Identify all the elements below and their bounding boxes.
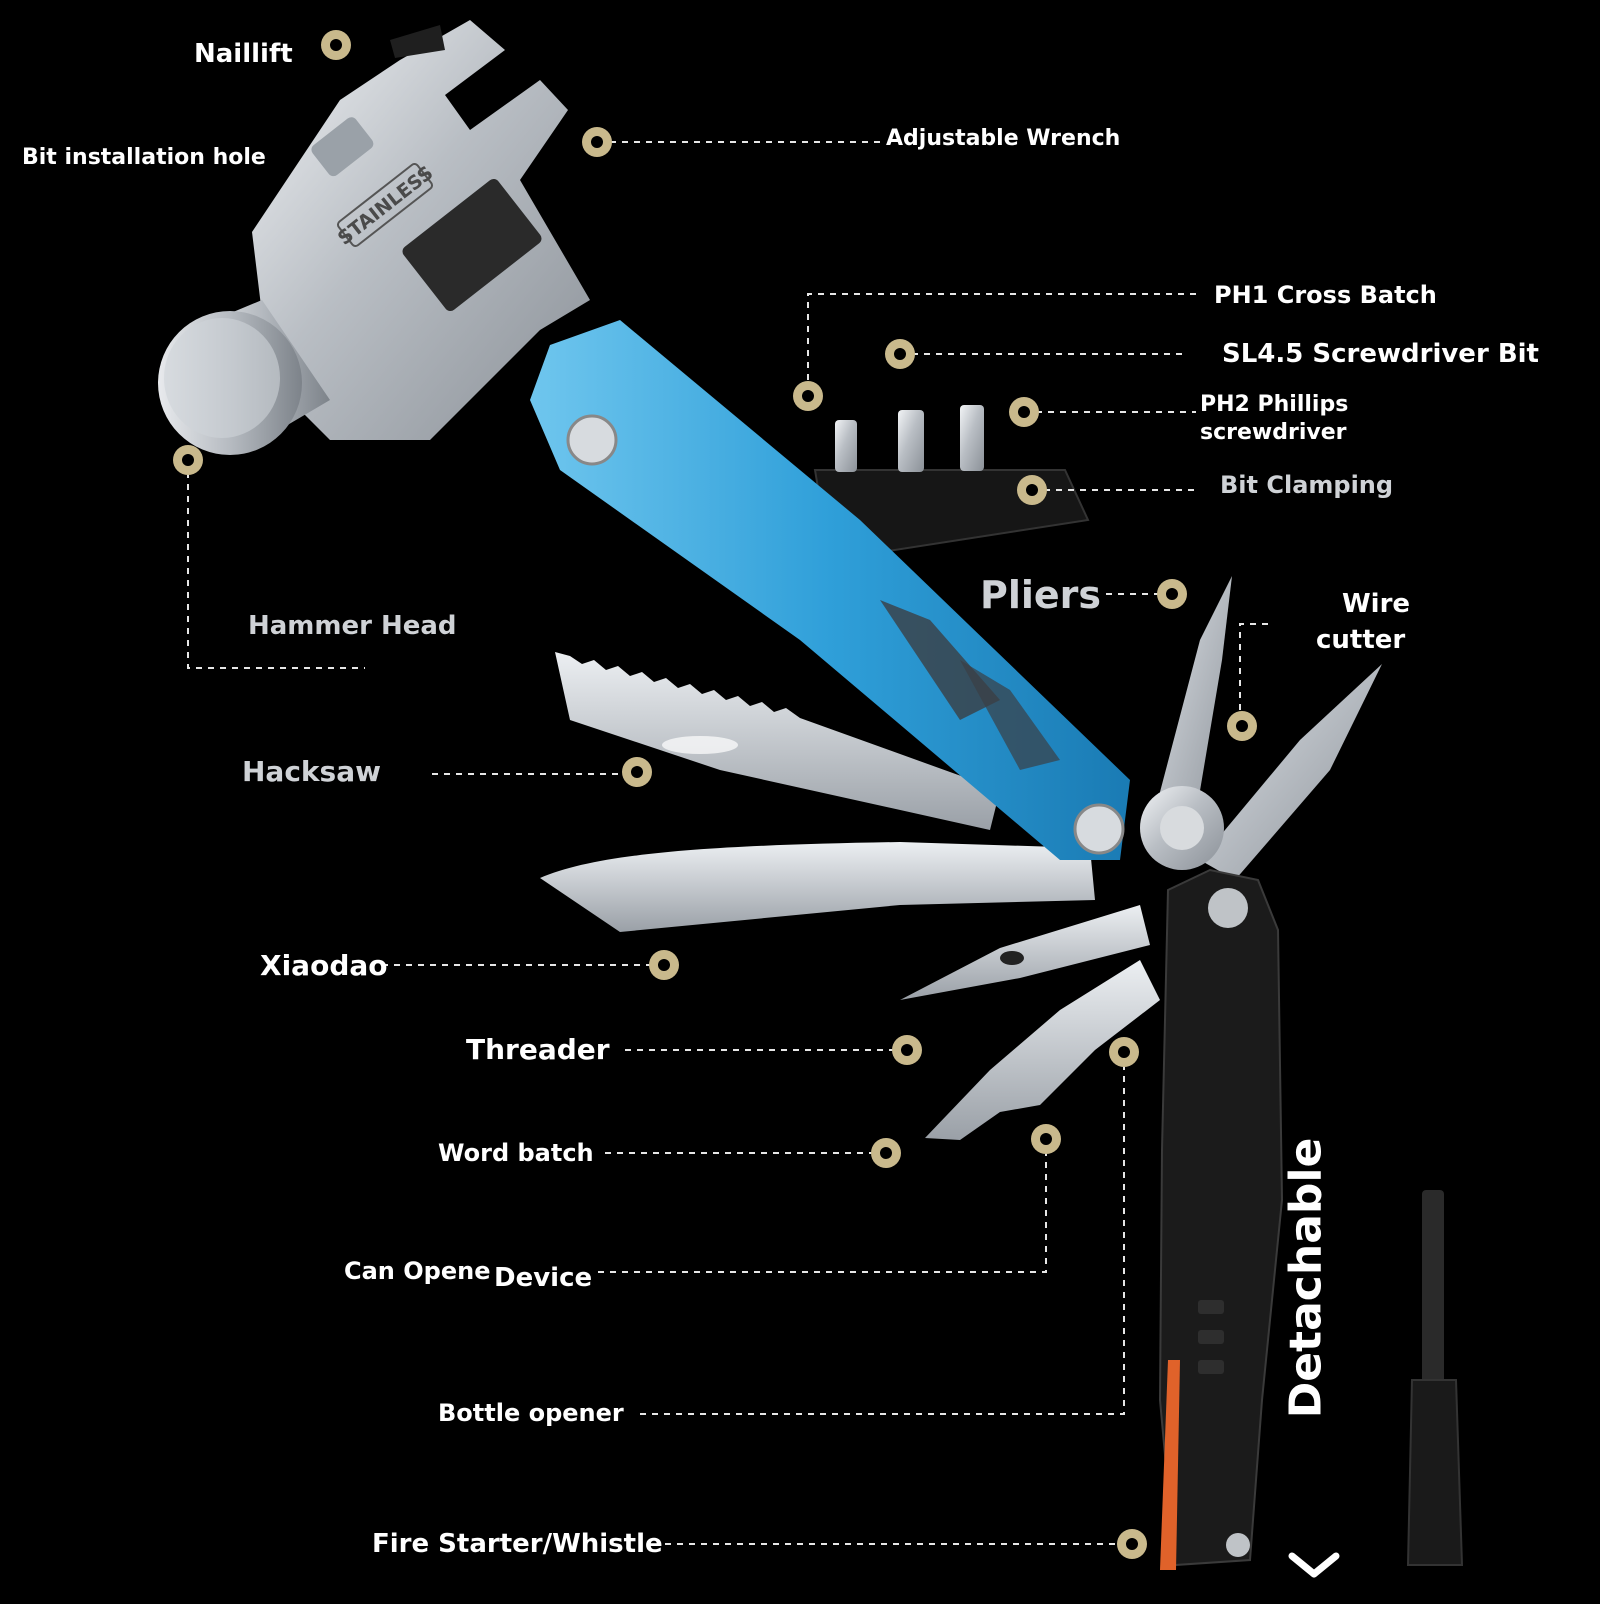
marker-hammer-head: [173, 445, 203, 475]
black-handle: [1158, 868, 1284, 1570]
marker-can-opener: [1031, 1124, 1061, 1154]
label-detachable: Detachable: [1280, 1137, 1332, 1419]
label-ph1-cross-batch: PH1 Cross Batch: [1214, 281, 1437, 309]
marker-dots: [173, 30, 1257, 1559]
hacksaw-blade: [555, 652, 1000, 830]
label-bit-installation-hole: Bit installation hole: [22, 145, 266, 170]
marker-naillift: [321, 30, 351, 60]
label-word-batch: Word batch: [438, 1139, 594, 1167]
label-sl45-screwdriver-bit: SL4.5 Screwdriver Bit: [1222, 339, 1539, 369]
marker-bottle-opener: [1109, 1037, 1139, 1067]
label-ph2-phillips-line2: screwdriver: [1200, 420, 1347, 445]
chevron-down-icon: [1288, 1552, 1340, 1578]
blue-handle: [530, 320, 1130, 860]
marker-wire-cutter: [1227, 711, 1257, 741]
leader-hammer-head: [187, 460, 365, 669]
marker-sl45: [885, 339, 915, 369]
marker-hacksaw: [622, 757, 652, 787]
label-bit-clamping: Bit Clamping: [1220, 471, 1394, 499]
hammer-wrench-head: STAINLESS: [158, 20, 590, 455]
marker-xiaodao: [649, 950, 679, 980]
label-hacksaw: Hacksaw: [242, 755, 381, 788]
threader-blade: [900, 905, 1150, 1000]
label-naillift: Naillift: [194, 39, 293, 69]
leader-ph1: [807, 293, 1200, 392]
leader-lines: [187, 141, 1270, 1545]
marker-fire-starter: [1117, 1529, 1147, 1559]
knife-blade: [540, 842, 1095, 932]
leader-can-opener: [598, 1140, 1047, 1273]
label-device: Device: [494, 1263, 593, 1293]
marker-adjustable-wrench: [582, 127, 612, 157]
label-hammer-head: Hammer Head: [248, 611, 457, 641]
label-bottle-opener: Bottle opener: [438, 1399, 624, 1427]
leader-bottle-opener: [640, 1052, 1125, 1415]
label-wire-cutter-line1: Wire: [1342, 589, 1411, 619]
label-fire-starter-whistle: Fire Starter/Whistle: [372, 1529, 663, 1559]
label-adjustable-wrench: Adjustable Wrench: [886, 126, 1121, 151]
marker-ph1: [793, 381, 823, 411]
can-opener-blade: [925, 960, 1160, 1140]
marker-ph2: [1009, 397, 1039, 427]
label-ph2-phillips-line1: PH2 Phillips: [1200, 392, 1349, 417]
label-pliers: Pliers: [980, 573, 1102, 617]
marker-threader: [892, 1035, 922, 1065]
fire-starter-rod: [1406, 1190, 1464, 1566]
marker-bit-clamping: [1017, 475, 1047, 505]
label-wire-cutter-line2: cutter: [1316, 625, 1406, 655]
label-threader: Threader: [466, 1033, 610, 1066]
leader-wire-cutter: [1239, 623, 1270, 722]
marker-word-batch: [871, 1138, 901, 1168]
marker-pliers: [1157, 579, 1187, 609]
label-xiaodao: Xiaodao: [260, 949, 388, 982]
label-can-opener: Can Opene: [344, 1257, 491, 1285]
pliers: [1140, 576, 1382, 880]
